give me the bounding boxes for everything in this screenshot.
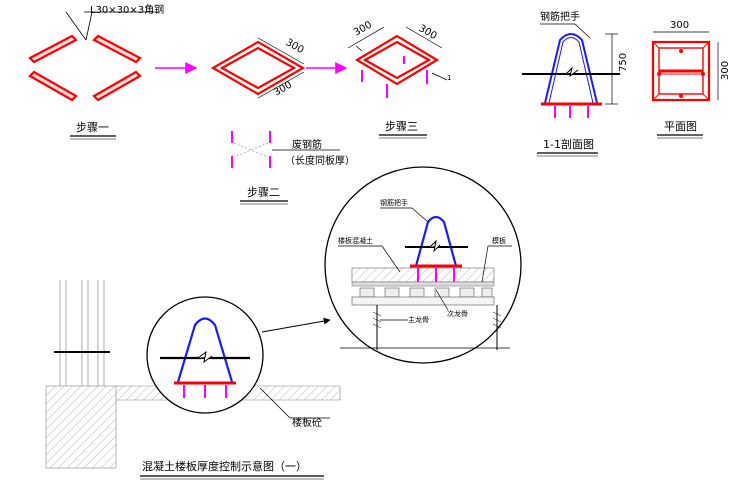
- angle-leader: [65, 11, 87, 41]
- dim-300-c: 300: [352, 20, 374, 39]
- angle-steel-label: L30×30×3角钢: [90, 3, 164, 16]
- dim-300-b: 300: [272, 80, 294, 99]
- detail-secondary-joist-label: 次龙骨: [447, 309, 468, 318]
- section-1-1: [522, 33, 620, 118]
- step2-label: 步骤二: [247, 186, 280, 199]
- angle-leader-2: [85, 11, 93, 41]
- waste-rebar-note: （长度同板厚）: [285, 154, 355, 167]
- diagram-title: 混凝土楼板厚度控制示意图（一）: [142, 459, 307, 473]
- step3-label: 步骤三: [385, 120, 418, 133]
- step3-frame: [354, 34, 440, 98]
- step1-angles: [28, 34, 142, 102]
- detail-formwork-label: 模板: [492, 236, 506, 245]
- slab-concrete-label: 楼板砼: [292, 416, 322, 429]
- step2-frame: [210, 40, 306, 96]
- detail-handle-label: 钢筋把手: [380, 198, 408, 207]
- plan-dim-300-side: 300: [720, 61, 731, 80]
- plan-dim-300-top: 300: [670, 20, 689, 31]
- waste-rebars: [231, 131, 271, 168]
- detail-circle-small: [146, 296, 264, 414]
- dim-750: 750: [618, 53, 629, 72]
- plan-label: 平面图: [664, 120, 697, 133]
- waste-rebar-label: 废钢筋: [292, 138, 322, 151]
- section-mark: 1: [447, 74, 451, 82]
- dim-300-a: 300: [284, 37, 306, 56]
- detail-circle-large: [324, 166, 522, 364]
- section-label: 1-1剖面图: [543, 137, 594, 151]
- rebar-handle-label: 钢筋把手: [540, 10, 580, 23]
- detail-main-joist-label: 主龙骨: [408, 315, 429, 324]
- plan-view: [651, 31, 719, 102]
- step1-label: 步骤一: [76, 121, 109, 134]
- detail-slab-concrete-label: 楼板混凝土: [338, 236, 373, 245]
